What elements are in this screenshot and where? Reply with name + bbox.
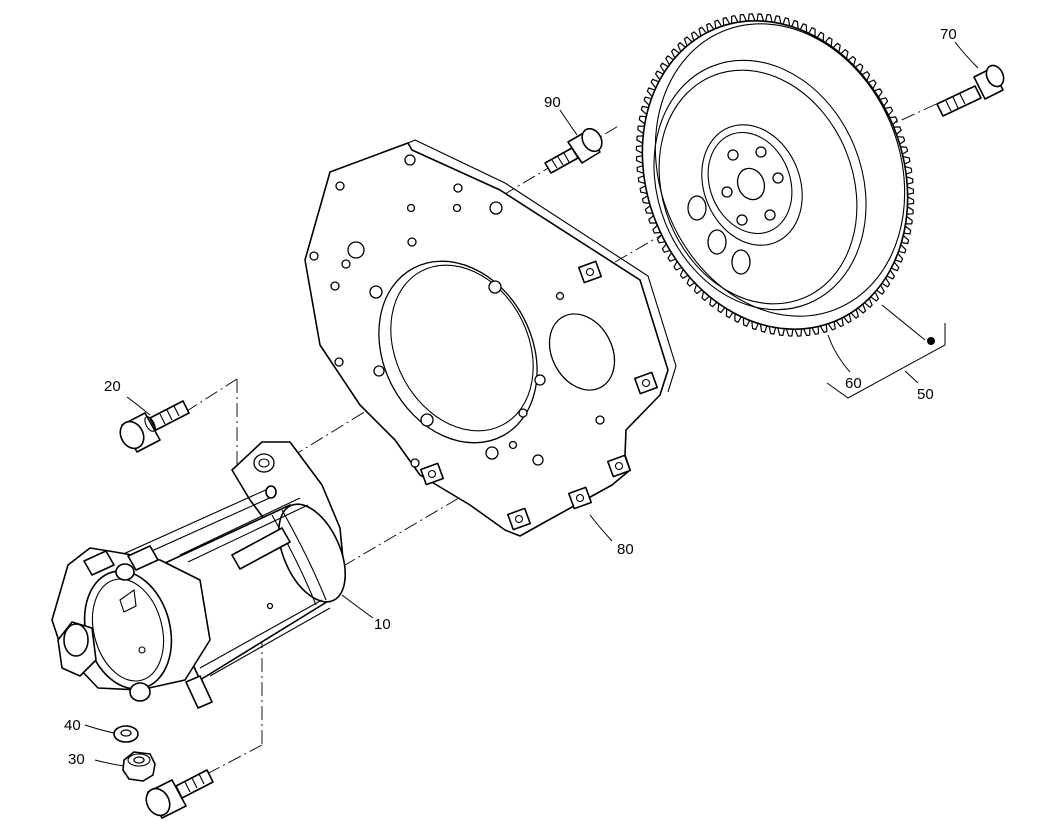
flywheel-large-holes [687, 195, 751, 275]
bolt-20 [119, 400, 190, 453]
callout-20: 20 [104, 378, 121, 395]
callout-10: 10 [374, 616, 391, 633]
plate-square-nuts [420, 260, 658, 531]
lock-washer-40 [113, 725, 139, 743]
callout-leaders [84, 41, 979, 767]
callout-90: 90 [544, 94, 561, 111]
bolt-90 [544, 127, 603, 174]
starter-motor [51, 441, 346, 709]
callout-labels: 10 20 30 40 50 60 70 80 90 [64, 26, 957, 768]
callout-dot [927, 337, 935, 345]
callout-80: 80 [617, 541, 634, 558]
callout-50: 50 [917, 386, 934, 403]
plate-holes [309, 154, 605, 468]
bolt-bottom [145, 769, 214, 819]
hub-bolt-holes [721, 146, 784, 226]
flywheel [635, 13, 915, 337]
callout-bracket [826, 323, 946, 399]
callout-70: 70 [940, 26, 957, 43]
adapter-plate [304, 139, 677, 537]
callout-40: 40 [64, 717, 81, 734]
nut-30 [122, 751, 156, 782]
callout-30: 30 [68, 751, 85, 768]
callout-60: 60 [845, 375, 862, 392]
bolt-70 [936, 64, 1005, 117]
